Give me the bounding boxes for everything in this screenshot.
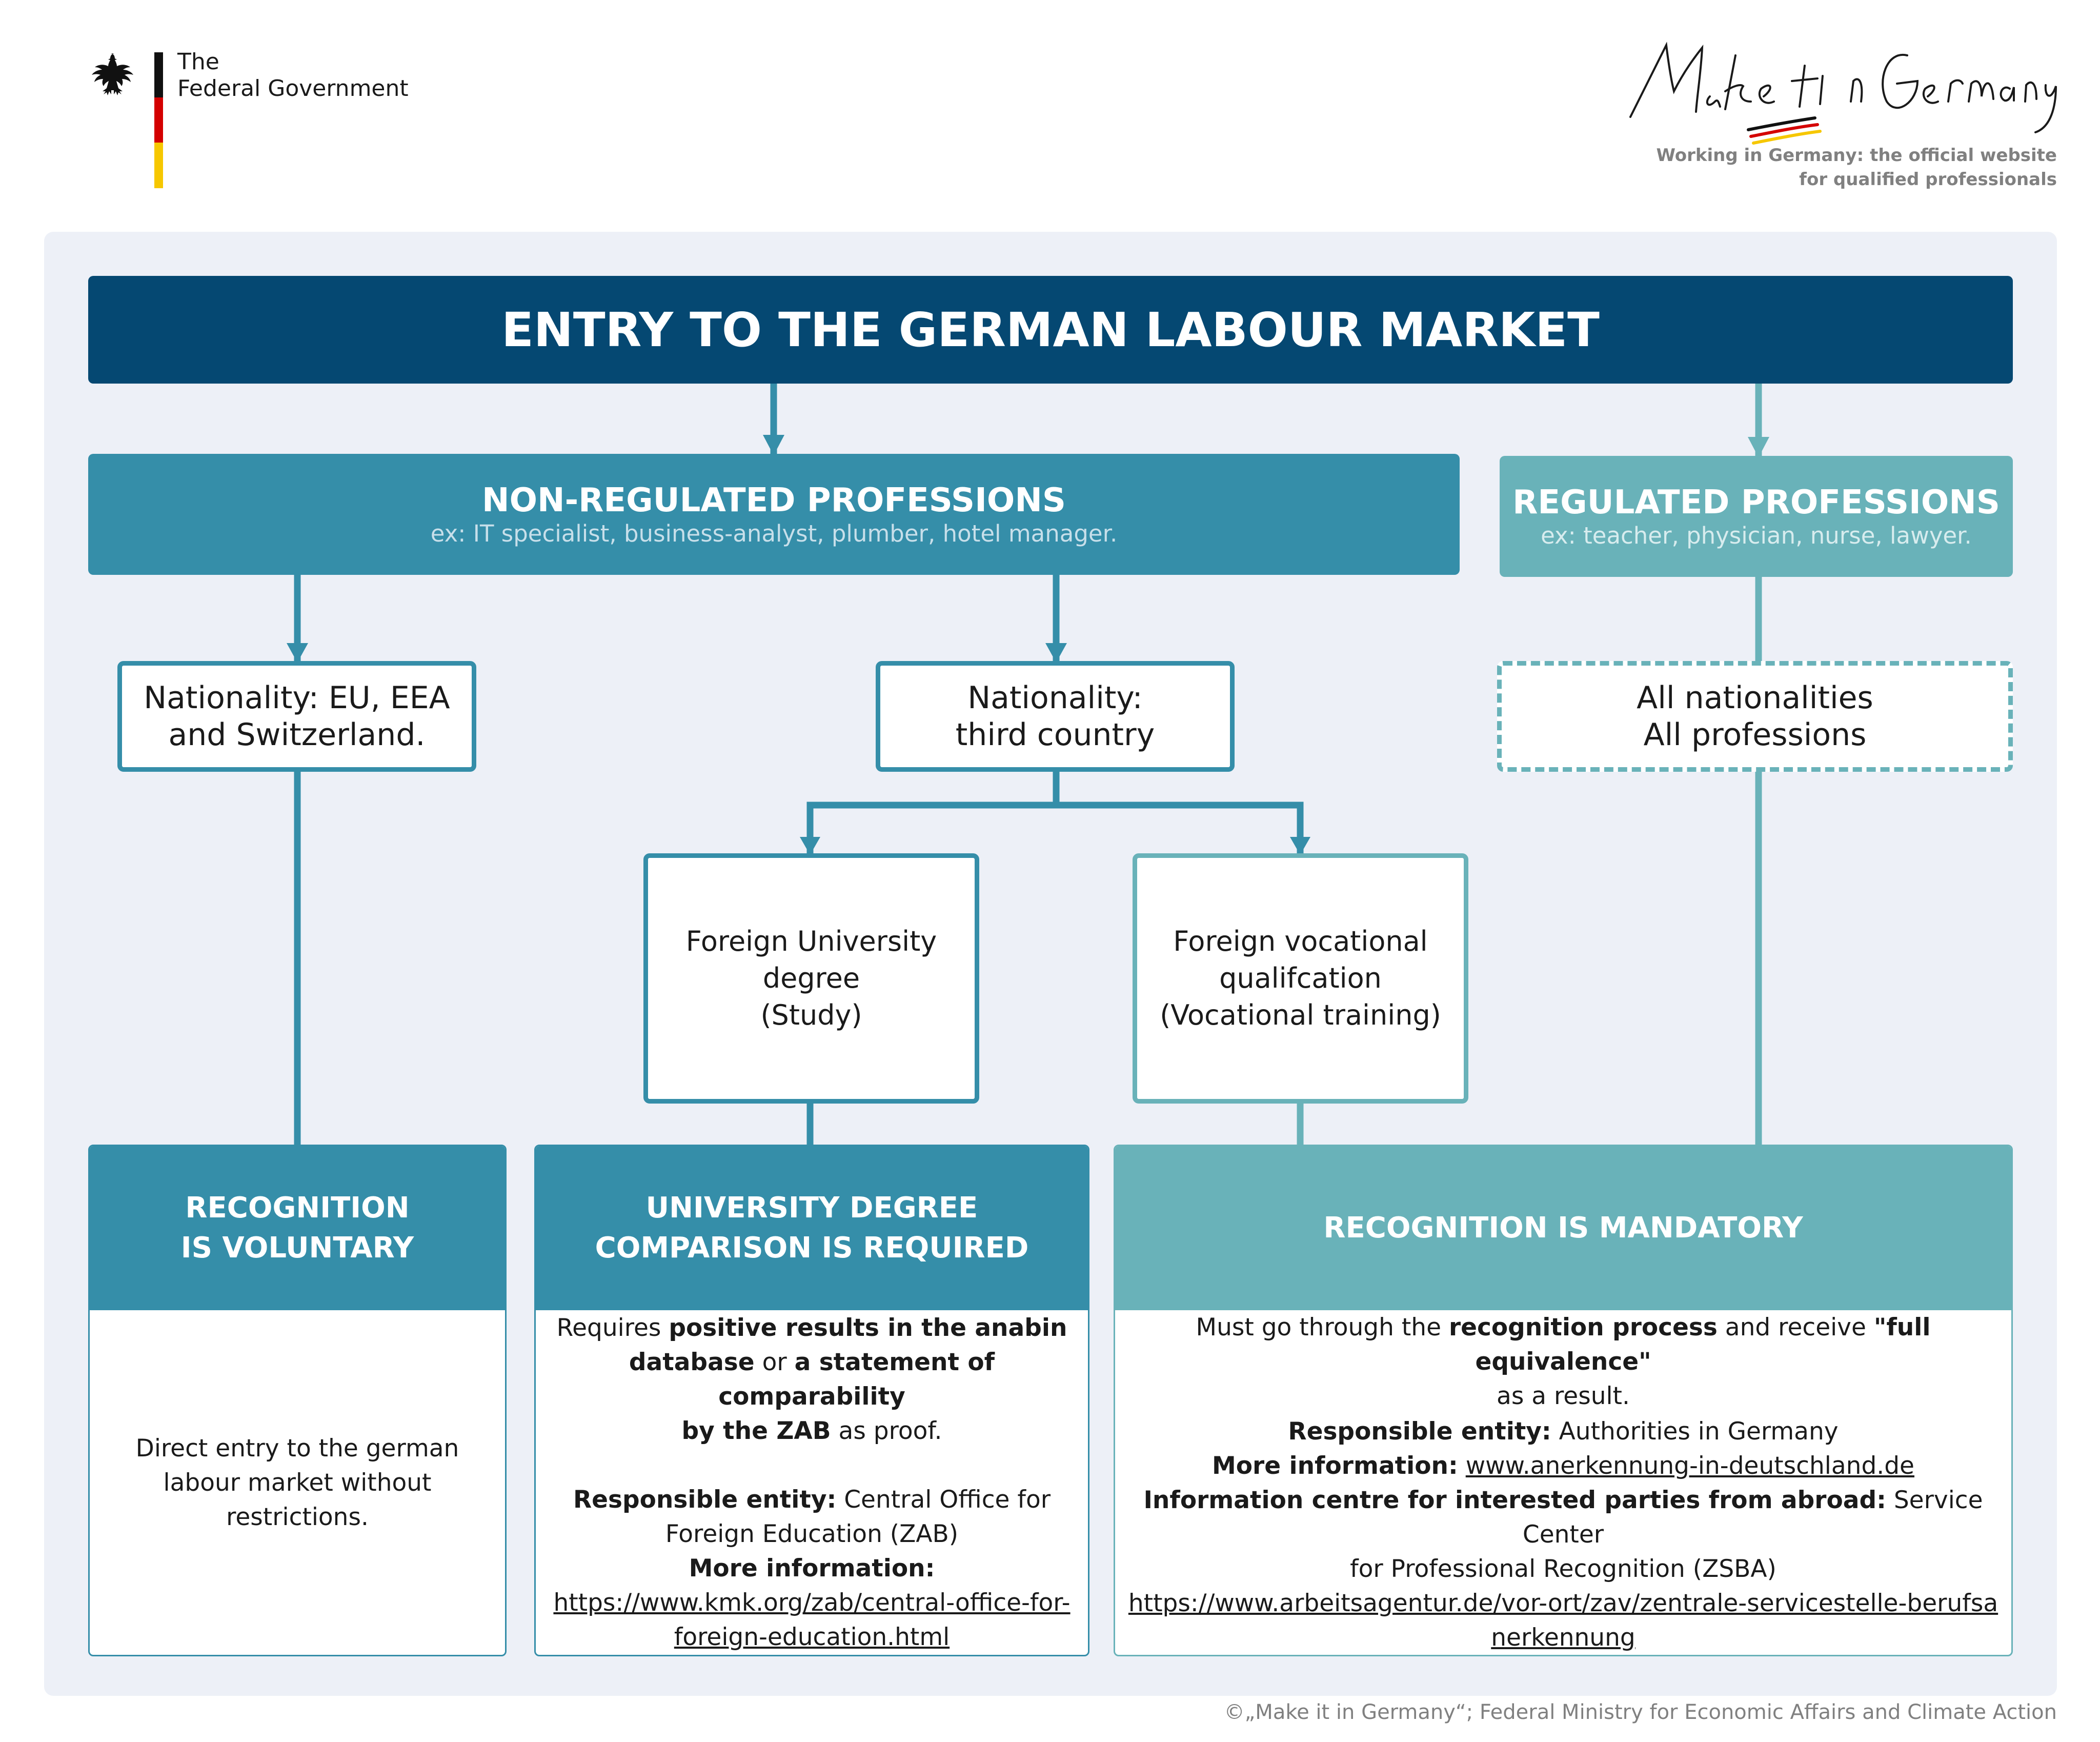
university-requirement-line2: database or a statement of comparability	[629, 1348, 995, 1411]
voc-node-line3: (Vocational training)	[1160, 999, 1441, 1031]
tagline: Working in Germany: the official website…	[1656, 144, 2057, 192]
kmk-zab-link[interactable]: https://www.kmk.org/zab/central-office-f…	[553, 1589, 1071, 1651]
foreign-university-degree-node: Foreign University degree (Study)	[643, 853, 979, 1104]
tagline-line2: for qualified professionals	[1799, 169, 2057, 190]
mandatory-centre-line2: for Professional Recognition (ZSBA)	[1350, 1555, 1776, 1583]
non-regulated-professions-box: NON-REGULATED PROFESSIONS ex: IT special…	[88, 454, 1460, 575]
nationality-third-line2: third country	[955, 717, 1155, 753]
nationality-eu-line1: Nationality: EU, EEA	[144, 680, 450, 716]
university-comparison-card: UNIVERSITY DEGREE COMPARISON IS REQUIRED…	[534, 1145, 1089, 1656]
university-head-line2: COMPARISON IS REQUIRED	[595, 1231, 1029, 1265]
voc-node-line2: qualifcation	[1219, 962, 1382, 994]
university-comparison-body: Requires positive results in the anabin …	[536, 1310, 1088, 1655]
anerkennung-link[interactable]: www.anerkennung-in-deutschland.de	[1465, 1452, 1914, 1480]
copyright-footer: ©„Make it in Germany“; Federal Ministry …	[1224, 1700, 2057, 1724]
nationality-third-line1: Nationality:	[967, 680, 1143, 716]
recognition-voluntary-header: RECOGNITION IS VOLUNTARY	[90, 1146, 505, 1310]
make-it-in-germany-logo	[1629, 42, 2057, 145]
all-nationalities-node: All nationalities All professions	[1497, 661, 2013, 772]
arbeitsagentur-link[interactable]: https://www.arbeitsagentur.de/vor-ort/za…	[1128, 1589, 1998, 1652]
mandatory-more-info-line: More information: www.anerkennung-in-deu…	[1212, 1452, 1914, 1480]
federal-eagle-icon	[92, 53, 133, 95]
uni-node-line3: (Study)	[760, 999, 862, 1031]
university-requirement-line3: by the ZAB as proof.	[681, 1417, 942, 1445]
uni-node-line1: Foreign University	[685, 925, 937, 957]
mandatory-process-line1: Must go through the recognition process …	[1196, 1313, 1931, 1376]
mandatory-entity-line: Responsible entity: Authorities in Germa…	[1288, 1417, 1839, 1446]
recognition-voluntary-card: RECOGNITION IS VOLUNTARY Direct entry to…	[88, 1145, 507, 1656]
regulated-examples: ex: teacher, physician, nurse, lawyer.	[1541, 522, 1972, 549]
uni-node-line2: degree	[762, 962, 860, 994]
recognition-voluntary-body: Direct entry to the german labour market…	[90, 1310, 505, 1655]
voluntary-body-line2: labour market without	[163, 1468, 432, 1497]
university-head-line1: UNIVERSITY DEGREE	[645, 1191, 978, 1225]
all-nationalities-line2: All professions	[1643, 717, 1867, 753]
nationality-third-country-node: Nationality: third country	[876, 661, 1235, 772]
university-entity-line2: Foreign Education (ZAB)	[665, 1520, 959, 1548]
mandatory-centre-line1: Information centre for interested partie…	[1143, 1486, 1983, 1549]
german-flag-bar	[154, 52, 163, 188]
recognition-mandatory-header: RECOGNITION IS MANDATORY	[1115, 1146, 2011, 1310]
non-regulated-heading: NON-REGULATED PROFESSIONS	[482, 482, 1066, 519]
government-label-line2: Federal Government	[177, 75, 409, 102]
mandatory-process-line2: as a result.	[1497, 1382, 1630, 1410]
non-regulated-examples: ex: IT specialist, business-analyst, plu…	[430, 520, 1118, 547]
voluntary-body-line3: restrictions.	[226, 1503, 369, 1531]
regulated-professions-box: REGULATED PROFESSIONS ex: teacher, physi…	[1500, 456, 2013, 577]
government-label-line1: The	[177, 49, 219, 75]
mandatory-head: RECOGNITION IS MANDATORY	[1323, 1211, 1803, 1245]
all-nationalities-line1: All nationalities	[1637, 680, 1873, 716]
voluntary-head-line2: IS VOLUNTARY	[180, 1231, 414, 1265]
university-requirement-line1: Requires positive results in the anabin	[556, 1314, 1067, 1342]
recognition-mandatory-body: Must go through the recognition process …	[1115, 1310, 2011, 1655]
tagline-line1: Working in Germany: the official website	[1656, 145, 2057, 166]
voluntary-head-line1: RECOGNITION	[185, 1191, 410, 1225]
regulated-heading: REGULATED PROFESSIONS	[1512, 484, 2000, 522]
foreign-vocational-qualification-node: Foreign vocational qualifcation (Vocatio…	[1133, 853, 1468, 1104]
main-title: ENTRY TO THE GERMAN LABOUR MARKET	[501, 302, 1600, 357]
university-comparison-header: UNIVERSITY DEGREE COMPARISON IS REQUIRED	[536, 1146, 1088, 1310]
university-entity-line1: Responsible entity: Central Office for	[573, 1486, 1051, 1514]
main-title-bar: ENTRY TO THE GERMAN LABOUR MARKET	[88, 276, 2013, 384]
recognition-mandatory-card: RECOGNITION IS MANDATORY Must go through…	[1114, 1145, 2013, 1656]
nationality-eu-node: Nationality: EU, EEA and Switzerland.	[117, 661, 476, 772]
nationality-eu-line2: and Switzerland.	[168, 717, 426, 753]
university-more-info-label: More information:	[689, 1554, 935, 1583]
voluntary-body-line1: Direct entry to the german	[135, 1434, 459, 1463]
voc-node-line1: Foreign vocational	[1173, 925, 1428, 957]
